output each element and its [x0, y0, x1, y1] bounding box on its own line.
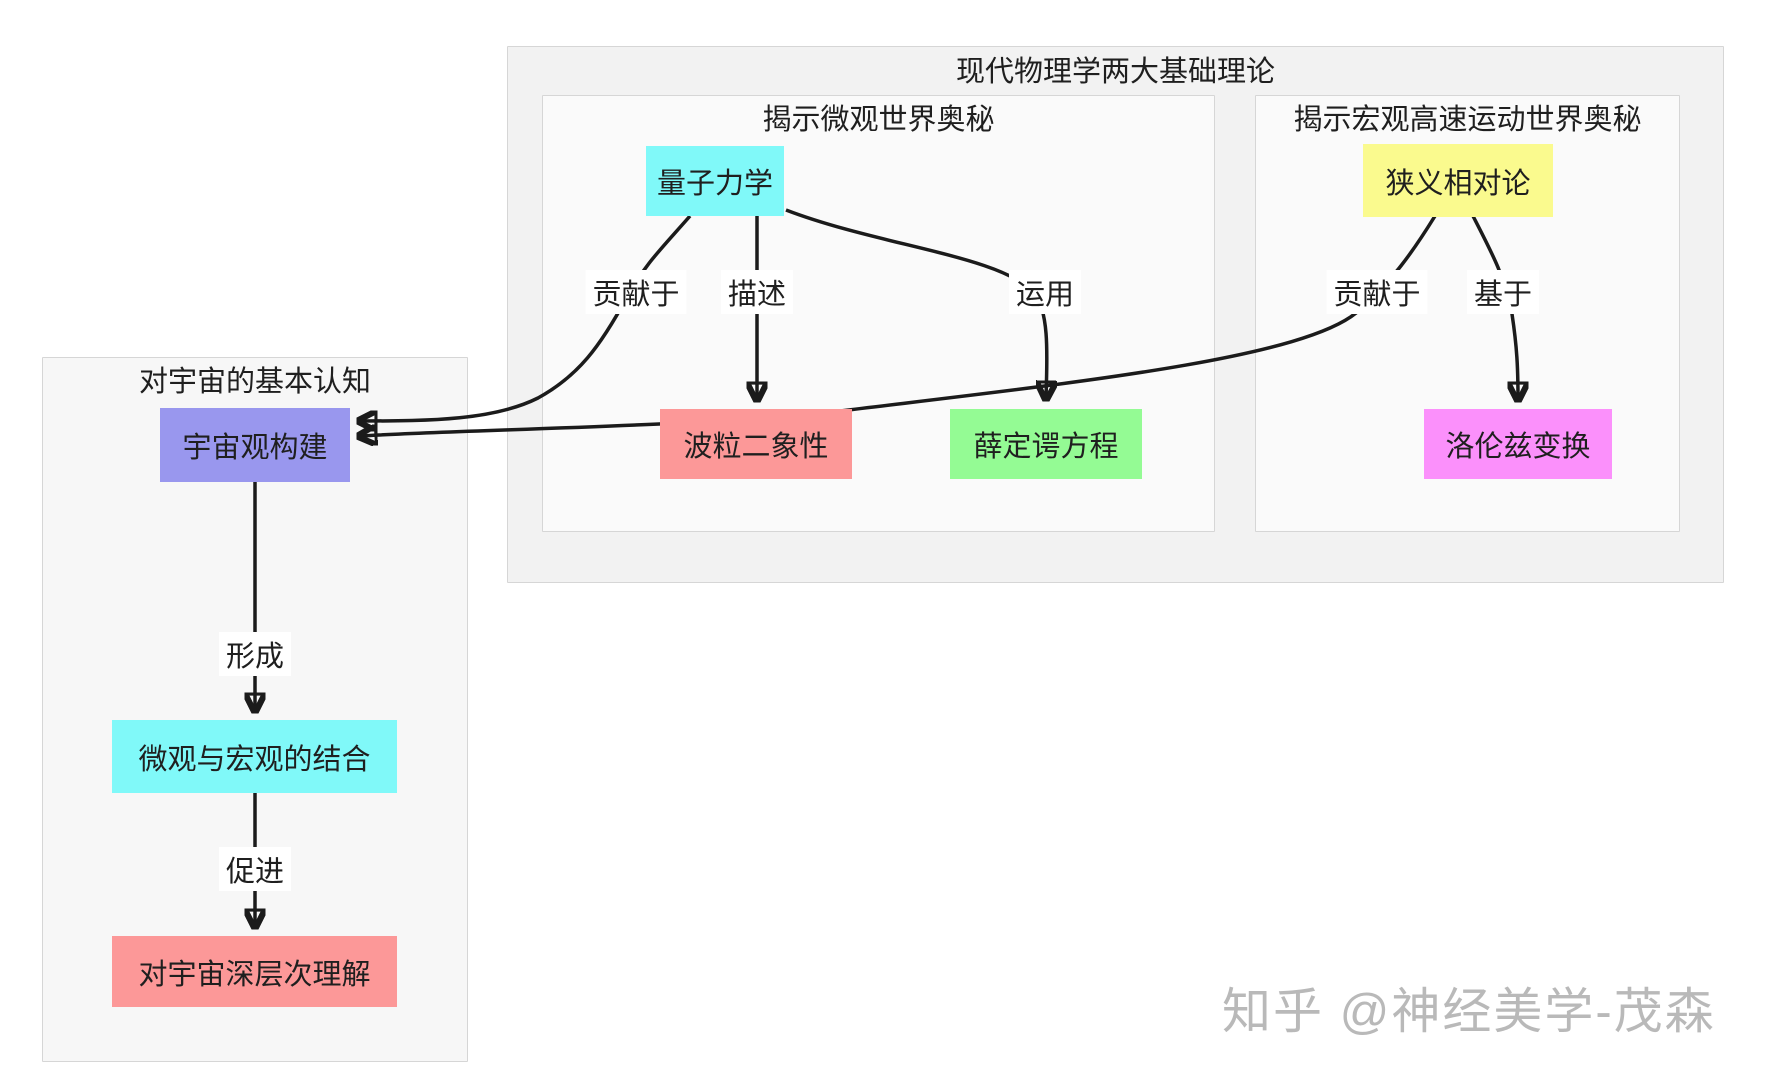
edge-label-contributes-2: 贡献于	[1326, 270, 1428, 314]
group-cosmos-cognition-title: 对宇宙的基本认知	[138, 366, 371, 398]
group-modern-physics-title: 现代物理学两大基础理论	[955, 56, 1275, 88]
node-wave-particle-duality: 波粒二象性	[660, 409, 852, 479]
node-special-relativity: 狭义相对论	[1363, 144, 1553, 217]
zhihu-watermark: 知乎 @神经美学-茂森	[1222, 985, 1716, 1039]
edge-label-promotes: 促进	[218, 847, 292, 891]
group-macro-world-title: 揭示宏观高速运动世界奥秘	[1293, 104, 1642, 136]
group-micro-world-title: 揭示微观世界奥秘	[762, 104, 995, 136]
edge-label-contributes-1: 贡献于	[585, 270, 687, 314]
edge-label-describes: 描述	[720, 270, 794, 314]
node-micro-macro-combination: 微观与宏观的结合	[112, 720, 397, 793]
node-lorentz-transformation: 洛伦兹变换	[1424, 409, 1612, 479]
edge-label-applies: 运用	[1008, 270, 1082, 314]
node-deep-universe-understanding: 对宇宙深层次理解	[112, 936, 397, 1007]
node-quantum-mechanics: 量子力学	[646, 146, 784, 216]
edge-label-forms: 形成	[218, 632, 292, 676]
edge-label-based-on: 基于	[1466, 270, 1540, 314]
node-schrodinger-equation: 薛定谔方程	[950, 409, 1142, 479]
node-worldview-construction: 宇宙观构建	[160, 408, 350, 482]
